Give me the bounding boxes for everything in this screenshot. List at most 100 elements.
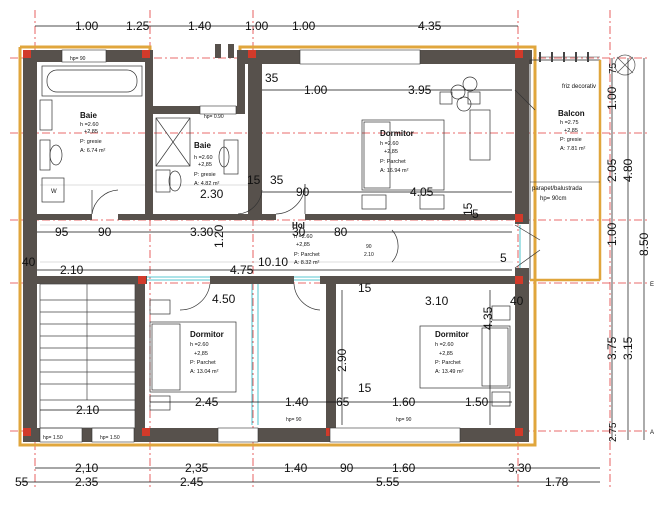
room-hol-floor: P: Parchet: [294, 252, 320, 258]
label-hp90a: hp= 90: [286, 417, 302, 423]
dim-r-3: 1.00: [605, 222, 619, 246]
dim-l-140: 1.40: [285, 395, 309, 409]
room-balcon-h: h =2.75: [560, 120, 579, 126]
door-dim-90: 90: [366, 244, 372, 250]
room-baie2-area: A: 4.82 m²: [194, 181, 220, 187]
dim-h-15: 15: [358, 281, 372, 295]
room-dorm1-h: h =2.60: [380, 141, 399, 147]
dim-top-1: 1.00: [75, 19, 99, 33]
dim-r-4: 4.80: [621, 158, 635, 182]
dim-d1-395: 3.95: [408, 83, 432, 97]
dim-b2-4: 5.55: [376, 475, 400, 489]
bay-details: [215, 44, 234, 58]
dim-r-8: 75: [608, 62, 619, 74]
dim-b1-2: 2,35: [185, 461, 209, 475]
dim-l-15: 15: [358, 381, 372, 395]
dim-b1-3: 1.40: [284, 461, 308, 475]
dim-h-210: 2.10: [60, 263, 84, 277]
dim-r-9: 2.75: [608, 422, 619, 442]
walls: [23, 50, 532, 442]
room-hol-lvl: +2,85: [296, 242, 310, 248]
dim-c-5: 5: [472, 207, 479, 221]
dim-r-6: 3.75: [605, 336, 619, 360]
dim-l-150: 1.50: [465, 395, 489, 409]
room-dorm1-lvl: +2,85: [384, 149, 398, 155]
dim-r-2: 2.05: [605, 158, 619, 182]
room-dorm1-floor: P: Parchet: [380, 159, 406, 165]
dim-h-5: 5: [500, 251, 507, 265]
dim-d1-100: 1.00: [304, 83, 328, 97]
staircase: [39, 283, 136, 429]
dim-l-210: 2.10: [76, 403, 100, 417]
dim-c-15: 15: [461, 202, 475, 216]
dimension-lines: [20, 25, 645, 483]
bed-dorm2: [149, 299, 237, 411]
dim-r-7: 3.15: [621, 336, 635, 360]
north-symbol: [614, 54, 636, 76]
room-balcon-floor: P: gresie: [560, 137, 582, 143]
room-hol: Hol h =2.60 +2,85 P: Parchet A: 8.32 m²: [292, 221, 320, 266]
room-dorm3-area: A: 13.49 m²: [435, 369, 464, 375]
label-hp150b: hp= 1.50: [100, 435, 120, 441]
dim-r-5: 8.50: [637, 232, 651, 256]
room-dorm1: Dormitor h =2.60 +2,85 P: Parchet A: 16.…: [380, 129, 414, 174]
label-parapet-h: hp= 90cm: [540, 196, 567, 202]
bed-dorm1: [361, 91, 481, 210]
dim-d1-35b: 35: [270, 173, 284, 187]
room-balcon-lvl: +2,85: [564, 128, 578, 134]
room-balcon-name: Balcon: [558, 109, 585, 118]
room-dorm1-name: Dormitor: [380, 129, 414, 138]
dim-h-40b: 40: [510, 294, 524, 308]
dim-top-4: 1.00: [245, 19, 269, 33]
label-wc: W: [51, 189, 57, 195]
dim-b1-6: 3,30: [508, 461, 532, 475]
room-dorm1-area: A: 16.94 m²: [380, 168, 409, 174]
dim-c-120: 1.20: [212, 224, 226, 248]
room-baie1-h: h =2.60: [80, 122, 99, 128]
room-baie1: Baie h =2.60 +2,85 P: gresie A: 6.74 m²: [80, 111, 106, 154]
room-baie1-floor: P: gresie: [80, 139, 102, 145]
dim-b2-2: 2.35: [75, 475, 99, 489]
dim-d1-230: 2.30: [200, 187, 224, 201]
dim-b1-1: 2,10: [75, 461, 99, 475]
dim-b2-5: 1.78: [545, 475, 569, 489]
room-dorm2: Dormitor h =2.60 +2,85 P: Parchet A: 13.…: [190, 330, 224, 375]
room-hol-h: h =2.60: [294, 234, 313, 240]
room-dorm3-name: Dormitor: [435, 330, 469, 339]
room-dorm2-floor: P: Parchet: [190, 360, 216, 366]
room-hol-area: A: 8.32 m²: [294, 260, 320, 266]
bathtub: [41, 65, 143, 97]
label-window-bath2: hp= 0.90: [204, 114, 224, 120]
room-dorm3-floor: P: Parchet: [435, 360, 461, 366]
dim-b2-3: 2.45: [180, 475, 204, 489]
dim-d1-90: 90: [296, 185, 310, 199]
dim-h-40: 40: [22, 255, 36, 269]
dim-top-5: 1.00: [292, 19, 316, 33]
room-dorm2-h: h =2.60: [190, 342, 209, 348]
room-dorm2-name: Dormitor: [190, 330, 224, 339]
dim-r-1: 1.00: [605, 86, 619, 110]
dim-h-1010: 10.10: [258, 255, 288, 269]
room-baie2-lvl: +2,85: [198, 162, 212, 168]
dim-top-6: 4.35: [418, 19, 442, 33]
balcony: [529, 52, 602, 282]
dim-c-330: 3.30: [190, 225, 214, 239]
label-frieze: friz decorativ: [562, 84, 596, 90]
dim-h-310: 3.10: [425, 294, 449, 308]
room-dorm2-lvl: +2,85: [194, 351, 208, 357]
room-baie1-name: Baie: [80, 111, 97, 120]
bed-dorm3: [419, 305, 511, 407]
room-baie1-lvl: +2,85: [84, 129, 98, 135]
door-dim-210: 2.10: [364, 252, 374, 258]
room-baie2-name: Baie: [194, 141, 211, 150]
columns: [23, 50, 523, 436]
shower: [155, 117, 239, 193]
dim-b2-1: 55: [15, 475, 29, 489]
room-dorm3-lvl: +2,85: [439, 351, 453, 357]
table-dorm1: [450, 76, 491, 161]
windows: [39, 49, 461, 443]
room-balcon-area: A: 7.81 m²: [560, 146, 586, 152]
dim-h-475: 4.75: [230, 263, 254, 277]
guide-lines: [40, 184, 513, 263]
